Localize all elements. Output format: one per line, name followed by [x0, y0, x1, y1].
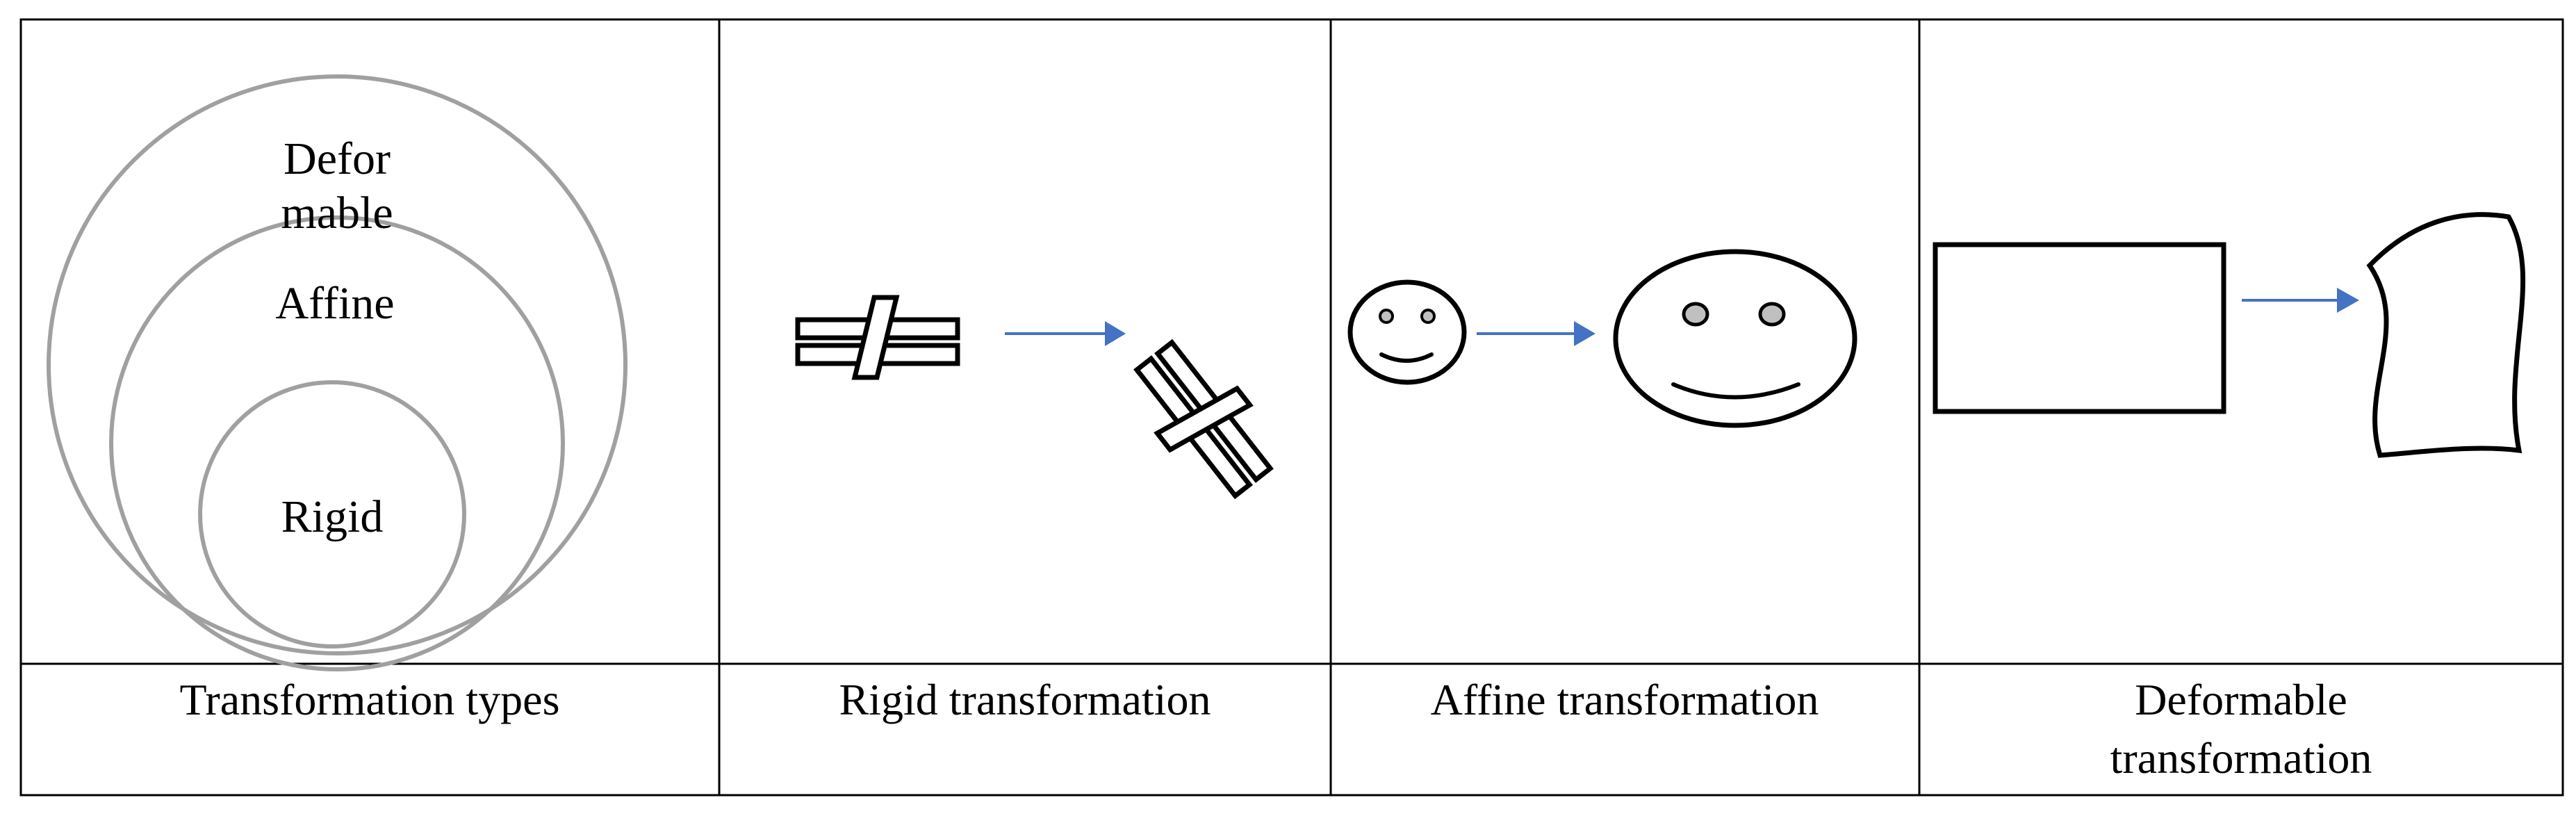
not-equal-symbol-icon [795, 295, 960, 380]
deformable-set-circle [47, 74, 627, 655]
caption-deformable-line2: transformation [2110, 733, 2372, 783]
caption-rigid-transformation: Rigid transformation [839, 675, 1211, 724]
large-face-right-eye [1758, 302, 1786, 327]
right-arrow-icon [1005, 321, 1126, 346]
caption-deformable-line1: Deformable [2135, 675, 2347, 724]
small-smiley-face-icon [1347, 279, 1467, 385]
small-face-mouth [1379, 352, 1434, 363]
caption-transformation-types: Transformation types [180, 675, 560, 724]
table-border [19, 18, 2564, 797]
small-face-right-eye [1420, 309, 1436, 324]
panel-affine-transformation [1347, 249, 1857, 428]
rectangle-shape-icon [1933, 242, 2226, 414]
deformable-label-line2: mable [281, 188, 393, 238]
caption-row: Transformation types Rigid transformatio… [180, 675, 2372, 783]
panel-transformation-types: Defor mable Affine Rigid [47, 74, 627, 671]
panel-deformable-transformation [1933, 212, 2526, 458]
caption-affine-transformation: Affine transformation [1431, 675, 1819, 724]
deformable-label-line1: Defor [284, 133, 391, 184]
rigid-set-circle [198, 380, 466, 648]
wavy-sheet-icon [2366, 212, 2526, 458]
small-face-left-eye [1379, 309, 1394, 324]
small-face-outline [1347, 279, 1467, 385]
rotated-slash [1154, 385, 1254, 453]
large-face-left-eye [1682, 302, 1709, 327]
right-arrow-icon [2242, 288, 2359, 313]
affine-set-circle [109, 215, 565, 671]
right-arrow-icon [1477, 321, 1595, 346]
large-face-mouth [1671, 382, 1800, 400]
large-smiley-face-icon [1613, 249, 1857, 428]
large-face-outline [1613, 249, 1857, 428]
rigid-label: Rigid [281, 491, 384, 542]
rotated-not-equal-symbol-icon [1133, 338, 1274, 500]
affine-label: Affine [275, 278, 394, 329]
panel-rigid-transformation [795, 295, 1274, 500]
symbol-slash [851, 295, 900, 380]
table-grid [19, 18, 2564, 797]
